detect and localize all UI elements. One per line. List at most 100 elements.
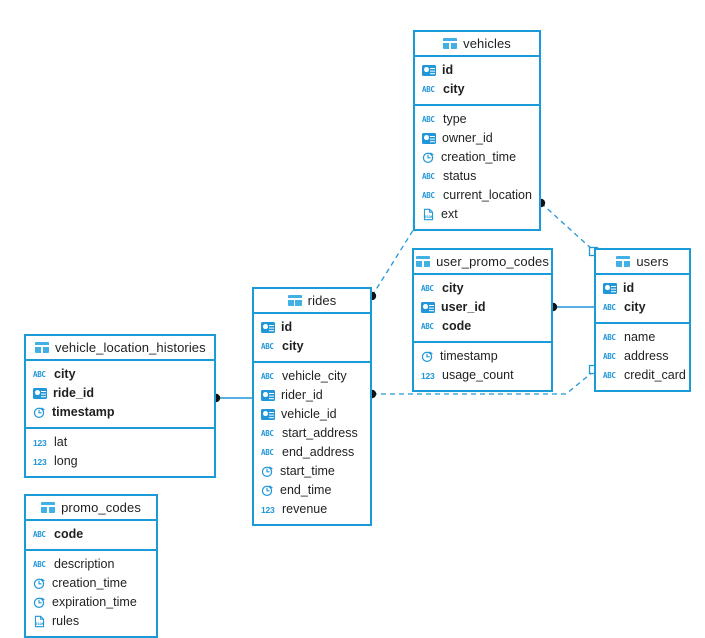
primary-key-group: ABC city ride_id timestamp [26, 361, 214, 429]
table-header-rides[interactable]: rides [254, 289, 370, 314]
edge-vlh-rides [211, 393, 254, 403]
table-users[interactable]: users id ABC city ABC name ABC address A… [594, 248, 691, 392]
column-row[interactable]: end_time [254, 481, 370, 500]
column-row[interactable]: 123 revenue [254, 500, 370, 519]
column-row[interactable]: ABC city [596, 298, 689, 317]
column-name: vehicle_city [282, 369, 347, 384]
column-row[interactable]: ABC code [26, 525, 156, 544]
abc-string-icon: ABC [422, 115, 435, 124]
column-row[interactable]: ABC city [26, 365, 214, 384]
json-file-icon: JSON [33, 615, 46, 628]
column-group: 123 lat 123 long [26, 429, 214, 476]
id-card-icon [603, 283, 617, 294]
column-row[interactable]: timestamp [414, 347, 551, 366]
column-name: code [442, 319, 472, 334]
abc-string-icon: ABC [603, 303, 616, 312]
column-row[interactable]: id [254, 318, 370, 337]
column-row[interactable]: ABC city [414, 279, 551, 298]
column-row[interactable]: id [596, 279, 689, 298]
column-name: usage_count [442, 368, 514, 383]
column-name: creation_time [52, 576, 128, 591]
column-name: expiration_time [52, 595, 137, 610]
column-row[interactable]: ABC description [26, 555, 156, 574]
column-row[interactable]: ABC code [414, 317, 551, 336]
table-title: user_promo_codes [436, 254, 549, 269]
123-number-icon: 123 [261, 505, 275, 515]
column-row[interactable]: creation_time [26, 574, 156, 593]
abc-string-icon: ABC [422, 85, 435, 94]
column-name: name [624, 330, 656, 345]
column-row[interactable]: 123 lat [26, 433, 214, 452]
column-name: current_location [443, 188, 532, 203]
column-group: ABC description creation_time expiration… [26, 551, 156, 636]
table-promo-codes[interactable]: promo_codes ABC code ABC description cre… [24, 494, 158, 638]
abc-string-icon: ABC [603, 333, 616, 342]
table-title: rides [307, 293, 337, 308]
abc-string-icon: ABC [603, 352, 616, 361]
table-header-user-promo-codes[interactable]: user_promo_codes [414, 250, 551, 275]
table-header-promo-codes[interactable]: promo_codes [26, 496, 156, 521]
column-name: city [282, 339, 304, 354]
table-header-users[interactable]: users [596, 250, 689, 275]
abc-string-icon: ABC [261, 342, 274, 351]
column-row[interactable]: expiration_time [26, 593, 156, 612]
column-row[interactable]: user_id [414, 298, 551, 317]
column-row[interactable]: ABC end_address [254, 443, 370, 462]
table-icon [416, 256, 431, 267]
table-rides[interactable]: rides id ABC city ABC vehicle_city rider… [252, 287, 372, 526]
edge-user-promo-codes-users [548, 302, 596, 312]
column-name: start_address [282, 426, 358, 441]
svg-text:JSON: JSON [424, 215, 434, 219]
column-name: long [54, 454, 78, 469]
column-row[interactable]: 123 usage_count [414, 366, 551, 385]
column-row[interactable]: ABC city [415, 80, 539, 99]
abc-string-icon: ABC [422, 172, 435, 181]
column-name: timestamp [52, 405, 115, 420]
table-title: vehicles [463, 36, 511, 51]
column-row[interactable]: id [415, 61, 539, 80]
table-icon [287, 295, 302, 306]
column-row[interactable]: owner_id [415, 129, 539, 148]
table-title: vehicle_location_histories [55, 340, 206, 355]
column-row[interactable]: ABC type [415, 110, 539, 129]
column-row[interactable]: start_time [254, 462, 370, 481]
column-row[interactable]: JSON ext [415, 205, 539, 224]
column-row[interactable]: ABC vehicle_city [254, 367, 370, 386]
column-row[interactable]: ABC status [415, 167, 539, 186]
123-number-icon: 123 [421, 371, 435, 381]
clock-icon [261, 465, 274, 478]
table-icon [616, 256, 631, 267]
column-row[interactable]: ABC credit_card [596, 366, 689, 385]
edge-vehicles-users [536, 198, 599, 257]
column-row[interactable]: JSON rules [26, 612, 156, 631]
column-row[interactable]: ABC name [596, 328, 689, 347]
table-header-vehicle-location-histories[interactable]: vehicle_location_histories [26, 336, 214, 361]
column-row[interactable]: 123 long [26, 452, 214, 471]
table-vehicle-location-histories[interactable]: vehicle_location_histories ABC city ride… [24, 334, 216, 478]
id-card-icon [261, 390, 275, 401]
column-row[interactable]: ABC start_address [254, 424, 370, 443]
primary-key-group: id ABC city [254, 314, 370, 363]
table-title: users [636, 254, 669, 269]
column-name: city [442, 281, 464, 296]
column-name: user_id [441, 300, 486, 315]
column-row[interactable]: rider_id [254, 386, 370, 405]
column-row[interactable]: ABC address [596, 347, 689, 366]
clock-icon [33, 596, 46, 609]
column-row[interactable]: timestamp [26, 403, 214, 422]
abc-string-icon: ABC [33, 530, 46, 539]
column-row[interactable]: ABC current_location [415, 186, 539, 205]
table-vehicles[interactable]: vehicles id ABC city ABC type owner_id [413, 30, 541, 231]
column-row[interactable]: ABC city [254, 337, 370, 356]
table-header-vehicles[interactable]: vehicles [415, 32, 539, 57]
table-user-promo-codes[interactable]: user_promo_codes ABC city user_id ABC co… [412, 248, 553, 392]
column-row[interactable]: ride_id [26, 384, 214, 403]
primary-key-group: ABC city user_id ABC code [414, 275, 551, 343]
column-row[interactable]: vehicle_id [254, 405, 370, 424]
column-group: timestamp 123 usage_count [414, 343, 551, 390]
primary-key-group: id ABC city [596, 275, 689, 324]
column-name: city [443, 82, 465, 97]
column-row[interactable]: creation_time [415, 148, 539, 167]
clock-icon [421, 350, 434, 363]
column-name: vehicle_id [281, 407, 337, 422]
